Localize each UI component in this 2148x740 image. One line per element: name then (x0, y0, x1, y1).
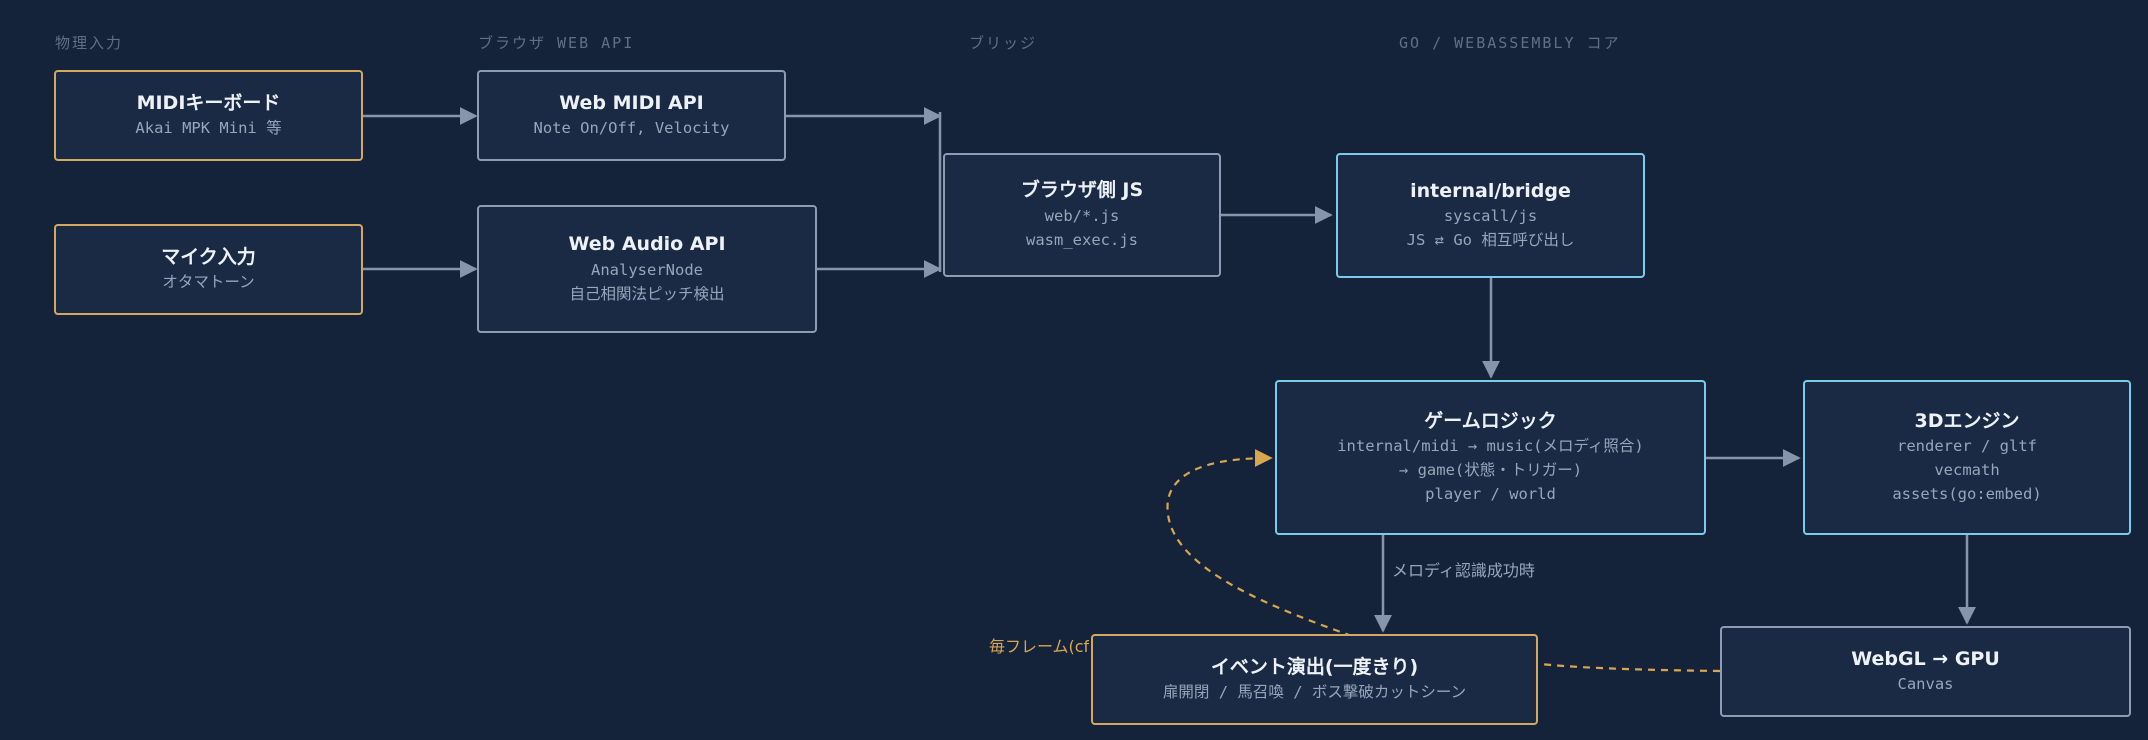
node-detail: JS ⇄ Go 相互呼び出し (1406, 231, 1575, 250)
node-title: Web Audio API (568, 233, 726, 256)
edge-label-melody-success: メロディ認識成功時 (1392, 561, 1535, 580)
node-detail: 自己相関法ピッチ検出 (569, 284, 725, 303)
node-midi-keyboard: MIDIキーボード Akai MPK Mini 等 (54, 70, 363, 161)
node-title: イベント演出(一度きり) (1210, 655, 1419, 678)
node-detail: vecmath (1934, 461, 2000, 480)
node-event-direction: イベント演出(一度きり) 扉開閉 / 馬召喚 / ボス撃破カットシーン (1091, 634, 1538, 725)
column-label-bridge: ブリッジ (969, 34, 1038, 52)
node-webgl-gpu: WebGL → GPU Canvas (1720, 626, 2131, 717)
dashed-loop-event-to-logic (1166, 449, 1353, 638)
node-detail: Canvas (1897, 675, 1954, 694)
node-title: ゲームロジック (1424, 409, 1557, 432)
node-detail: renderer / gltf (1897, 437, 2037, 456)
node-detail: internal/midi → music(メロディ照合) (1337, 437, 1644, 456)
column-label-physical: 物理入力 (55, 34, 124, 52)
column-label-core: GO / WEBASSEMBLY コア (1399, 34, 1621, 52)
node-mic-input: マイク入力 オタマトーン (54, 224, 363, 315)
node-title: MIDIキーボード (136, 91, 281, 114)
node-title: 3Dエンジン (1914, 409, 2020, 432)
node-detail: → game(状態・トリガー) (1398, 461, 1583, 480)
node-detail: syscall/js (1443, 207, 1538, 226)
node-web-audio-api: Web Audio API AnalyserNode 自己相関法ピッチ検出 (477, 205, 817, 333)
node-detail: assets(go:embed) (1892, 485, 2042, 504)
node-title: internal/bridge (1410, 179, 1571, 202)
node-browser-js: ブラウザ側 JS web/*.js wasm_exec.js (943, 153, 1221, 277)
node-internal-bridge: internal/bridge syscall/js JS ⇄ Go 相互呼び出… (1336, 153, 1645, 278)
node-detail: wasm_exec.js (1026, 230, 1138, 249)
node-3d-engine: 3Dエンジン renderer / gltf vecmath assets(go… (1803, 380, 2131, 535)
dashed-webgl-to-event (1539, 662, 1721, 673)
node-title: Web MIDI API (559, 91, 704, 114)
node-web-midi-api: Web MIDI API Note On/Off, Velocity (477, 70, 786, 161)
node-detail: AnalyserNode (591, 260, 703, 279)
node-detail: オタマトーン (162, 273, 255, 292)
node-detail: Akai MPK Mini 等 (135, 119, 282, 138)
node-title: WebGL → GPU (1851, 647, 2000, 670)
node-title: マイク入力 (161, 245, 256, 268)
column-label-browser-api: ブラウザ WEB API (478, 34, 635, 52)
node-detail: 扉開閉 / 馬召喚 / ボス撃破カットシーン (1162, 683, 1467, 702)
node-detail: player / world (1425, 485, 1556, 504)
node-detail: web/*.js (1044, 206, 1120, 225)
node-detail: Note On/Off, Velocity (533, 119, 730, 138)
edge-label-every-frame: 毎フレーム(cf (989, 637, 1089, 656)
node-title: ブラウザ側 JS (1020, 179, 1144, 202)
node-game-logic: ゲームロジック internal/midi → music(メロディ照合) → … (1275, 380, 1706, 535)
